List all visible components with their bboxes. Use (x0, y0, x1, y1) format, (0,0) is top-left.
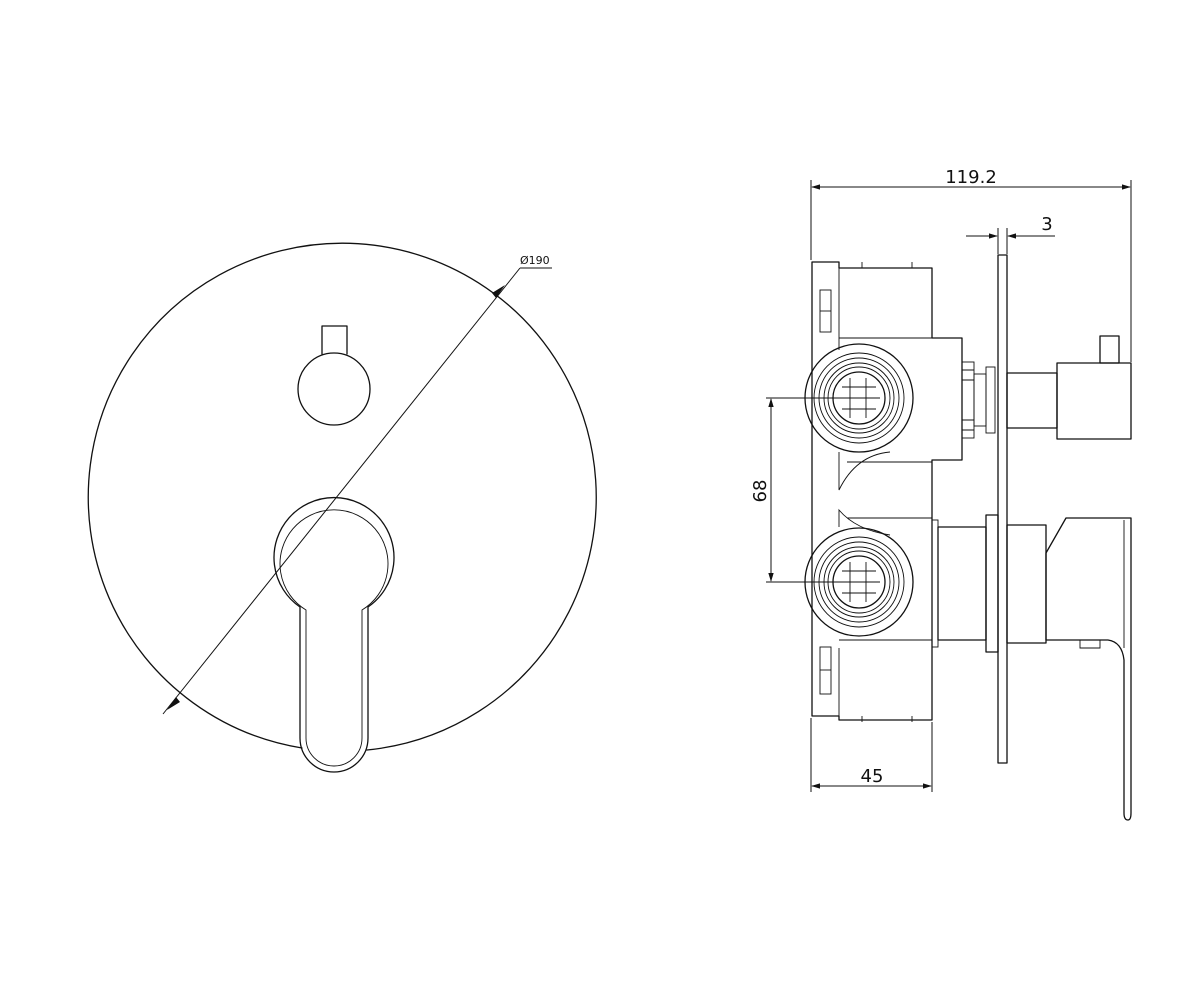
cartridge (931, 514, 1047, 653)
plate-thickness-dimension: 3 (966, 214, 1055, 254)
body-depth-dimension: 45 (810, 718, 933, 792)
body-depth-label: 45 (861, 766, 884, 787)
diameter-label: Ø190 (520, 254, 550, 267)
mounting-tab-bottom (819, 646, 832, 695)
cover-plate (87, 242, 597, 751)
diverter-knob-side (1006, 335, 1132, 440)
diverter-stem (961, 361, 996, 439)
overall-depth-label: 119.2 (945, 167, 997, 188)
inlet-spacing-dimension: 68 (750, 397, 860, 583)
plate-thickness-label: 3 (1041, 214, 1052, 235)
valve-body (811, 261, 963, 721)
side-view: 119.2 3 68 45 (750, 167, 1132, 821)
cover-plate-side (997, 254, 1008, 764)
diameter-dimension: Ø190 (162, 254, 552, 715)
mounting-tab-top (819, 289, 832, 333)
inlet-spacing-label: 68 (750, 480, 771, 503)
diverter-knob (297, 325, 371, 426)
lever-handle-side (1045, 517, 1132, 821)
lever-handle (273, 496, 395, 773)
front-view: Ø190 (87, 242, 597, 773)
overall-depth-dimension: 119.2 (810, 167, 1132, 362)
